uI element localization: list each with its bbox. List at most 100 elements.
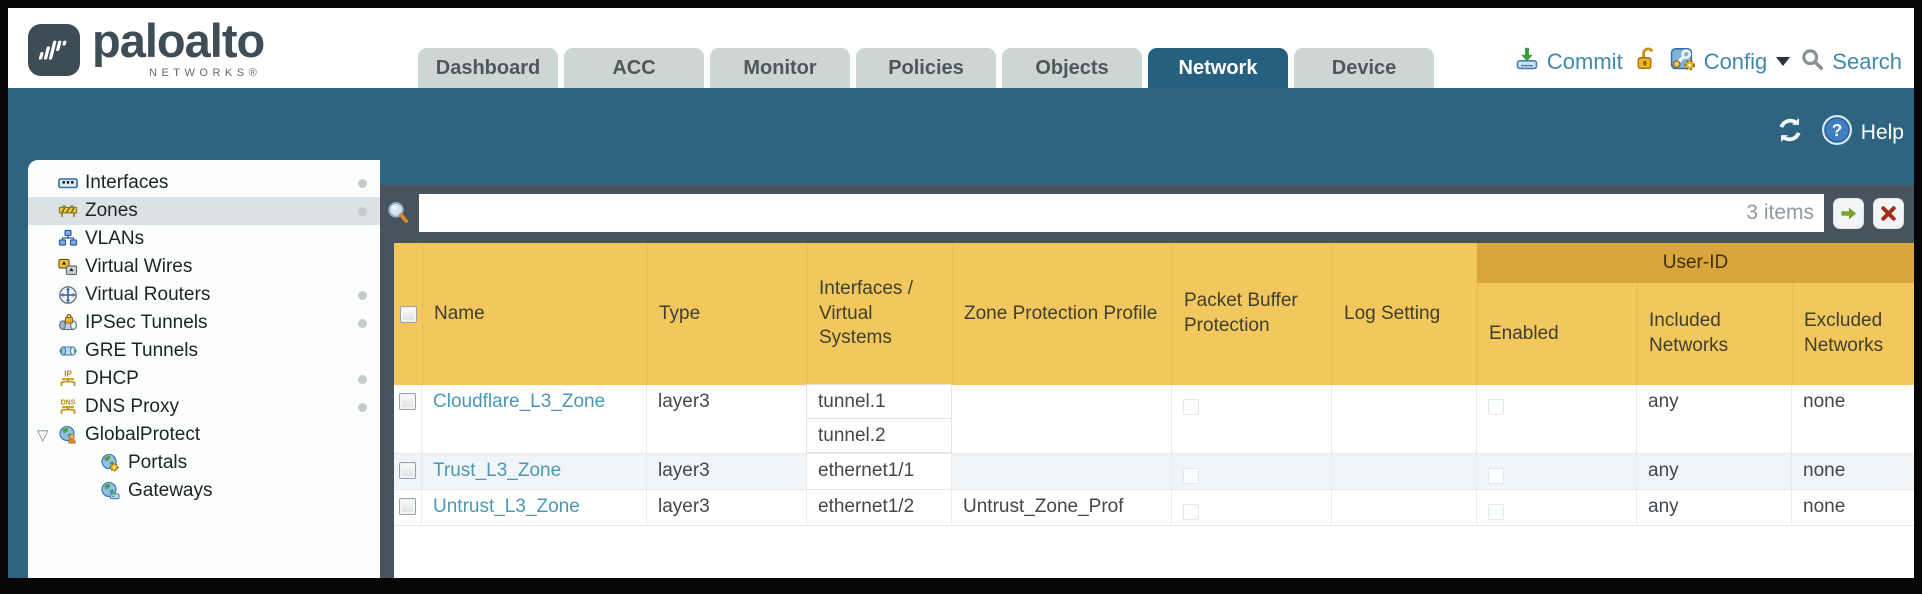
- status-dot: [358, 179, 367, 188]
- status-dot: [358, 207, 367, 216]
- lock-button[interactable]: [1633, 46, 1659, 77]
- packet-buffer-protection-cell: [1172, 385, 1332, 453]
- sidebar-item-virtual-routers[interactable]: ▽ Virtual Routers: [28, 281, 380, 309]
- sidebar-item-virtual-wires[interactable]: ▽ Virtual Wires: [28, 253, 380, 281]
- sidebar-item-ipsec-tunnels[interactable]: ▽ IPSec Tunnels: [28, 309, 380, 337]
- sidebar-item-gateways[interactable]: ▽ Gateways: [28, 477, 380, 505]
- table-header: Name Type Interfaces / Virtual Systems Z…: [394, 243, 1914, 385]
- config-button[interactable]: Config: [1669, 45, 1791, 78]
- help-label: Help: [1860, 120, 1904, 144]
- clear-filter-button[interactable]: [1873, 197, 1904, 229]
- zone-type-cell: layer3: [647, 490, 807, 525]
- log-setting-cell: [1332, 490, 1477, 525]
- sidebar-item-label: GlobalProtect: [85, 424, 201, 445]
- zones-table: Name Type Interfaces / Virtual Systems Z…: [394, 243, 1914, 578]
- row-checkbox[interactable]: [399, 462, 416, 479]
- interfaces-cell: ethernet1/2: [807, 490, 952, 525]
- column-header-zone-protection-profile[interactable]: Zone Protection Profile: [952, 243, 1172, 385]
- zone-protection-profile-cell: [952, 385, 1172, 453]
- search-button[interactable]: Search: [1800, 47, 1902, 77]
- sidebar-item-label: IPSec Tunnels: [85, 312, 208, 333]
- sidebar-item-portals[interactable]: ▽ Portals: [28, 449, 380, 477]
- packet-buffer-protection-checkbox[interactable]: [1183, 504, 1199, 520]
- tab-dashboard[interactable]: Dashboard: [418, 48, 558, 88]
- items-count: 3 items: [1746, 201, 1814, 224]
- search-icon: [1800, 47, 1825, 77]
- sidebar-item-gre-tunnels[interactable]: ▽ GRE Tunnels: [28, 337, 380, 365]
- column-header-type[interactable]: Type: [647, 243, 807, 385]
- sidebar-item-globalprotect[interactable]: ▽ GlobalProtect: [28, 421, 380, 449]
- user-id-enabled-checkbox[interactable]: [1488, 399, 1504, 415]
- tab-monitor[interactable]: Monitor: [710, 48, 850, 88]
- select-all-checkbox[interactable]: [399, 305, 417, 323]
- virtual-wires-icon: [58, 257, 78, 277]
- row-checkbox[interactable]: [399, 393, 416, 410]
- sidebar-item-label: Zones: [85, 200, 138, 221]
- column-header-packet-buffer-protection[interactable]: Packet Buffer Protection: [1172, 243, 1332, 385]
- virtual-routers-icon: [58, 285, 78, 305]
- dhcp-icon: IP: [58, 369, 78, 389]
- tab-policies[interactable]: Policies: [856, 48, 996, 88]
- ipsec-tunnels-icon: [58, 313, 78, 333]
- zone-name-cell: Trust_L3_Zone: [422, 454, 647, 489]
- config-label: Config: [1703, 48, 1768, 74]
- zone-protection-profile-cell: Untrust_Zone_Prof: [952, 490, 1172, 525]
- interface-value: ethernet1/1: [807, 454, 951, 489]
- column-header-excluded-networks[interactable]: Excluded Networks: [1792, 283, 1914, 385]
- column-header-interfaces[interactable]: Interfaces / Virtual Systems: [807, 243, 952, 385]
- filter-input[interactable]: [429, 200, 1739, 226]
- sidebar-item-dhcp[interactable]: ▽ IP DHCP: [28, 365, 380, 393]
- status-dot: [358, 291, 367, 300]
- header-actions: Commit: [1514, 45, 1902, 78]
- top-bar: paloalto NETWORKS® Dashboard ACC Monitor…: [8, 8, 1914, 88]
- table-row: Trust_L3_Zone layer3 ethernet1/1 any non…: [394, 454, 1914, 490]
- user-id-group-header: User-ID: [1477, 243, 1914, 283]
- search-label: Search: [1832, 48, 1902, 74]
- zone-name-link[interactable]: Cloudflare_L3_Zone: [433, 391, 606, 412]
- user-id-enabled-checkbox[interactable]: [1488, 504, 1504, 520]
- excluded-networks-cell: none: [1803, 460, 1846, 481]
- status-dot: [358, 319, 367, 328]
- main-panel: 3 items Name Ty: [380, 185, 1914, 578]
- packet-buffer-protection-checkbox[interactable]: [1183, 399, 1199, 415]
- zone-name-link[interactable]: Untrust_L3_Zone: [433, 496, 580, 517]
- gateways-icon: [100, 481, 120, 501]
- portals-icon: [100, 453, 120, 473]
- status-dot: [358, 403, 367, 412]
- tab-network[interactable]: Network: [1148, 48, 1288, 88]
- packet-buffer-protection-checkbox[interactable]: [1183, 468, 1199, 484]
- user-id-enabled-checkbox[interactable]: [1488, 468, 1504, 484]
- screen: paloalto NETWORKS® Dashboard ACC Monitor…: [8, 8, 1914, 578]
- zone-name-link[interactable]: Trust_L3_Zone: [433, 460, 562, 481]
- row-select-cell: [394, 490, 422, 525]
- main-tabs: Dashboard ACC Monitor Policies Objects N…: [418, 48, 1434, 88]
- expander-triangle-icon[interactable]: ▽: [37, 427, 49, 444]
- globalprotect-icon: [58, 425, 78, 445]
- commit-button[interactable]: Commit: [1514, 46, 1623, 77]
- column-header-log-setting[interactable]: Log Setting: [1332, 243, 1477, 385]
- tab-device[interactable]: Device: [1294, 48, 1434, 88]
- column-header-enabled[interactable]: Enabled: [1477, 283, 1637, 385]
- interface-value: tunnel.2: [806, 418, 952, 453]
- column-header-included-networks[interactable]: Included Networks: [1637, 283, 1792, 385]
- help-button[interactable]: ?: [1821, 114, 1853, 151]
- tab-objects[interactable]: Objects: [1002, 48, 1142, 88]
- apply-filter-button[interactable]: [1833, 197, 1864, 229]
- table-row: Untrust_L3_Zone layer3 ethernet1/2 Untru…: [394, 490, 1914, 526]
- sidebar-item-interfaces[interactable]: ▽ Interfaces: [28, 169, 380, 197]
- refresh-button[interactable]: [1775, 115, 1805, 150]
- sidebar-item-zones[interactable]: ▽ Zones: [28, 197, 380, 225]
- zone-name-cell: Untrust_L3_Zone: [422, 490, 647, 525]
- paloalto-logo-icon: [28, 24, 80, 76]
- sidebar-item-dns-proxy[interactable]: ▽ DNS DNS Proxy: [28, 393, 380, 421]
- paloalto-logo: paloalto NETWORKS®: [28, 15, 265, 79]
- svg-text:?: ?: [1832, 120, 1843, 140]
- row-checkbox[interactable]: [399, 498, 416, 515]
- sidebar-item-vlans[interactable]: ▽ VLANs: [28, 225, 380, 253]
- tab-acc[interactable]: ACC: [564, 48, 704, 88]
- column-header-name[interactable]: Name: [422, 243, 647, 385]
